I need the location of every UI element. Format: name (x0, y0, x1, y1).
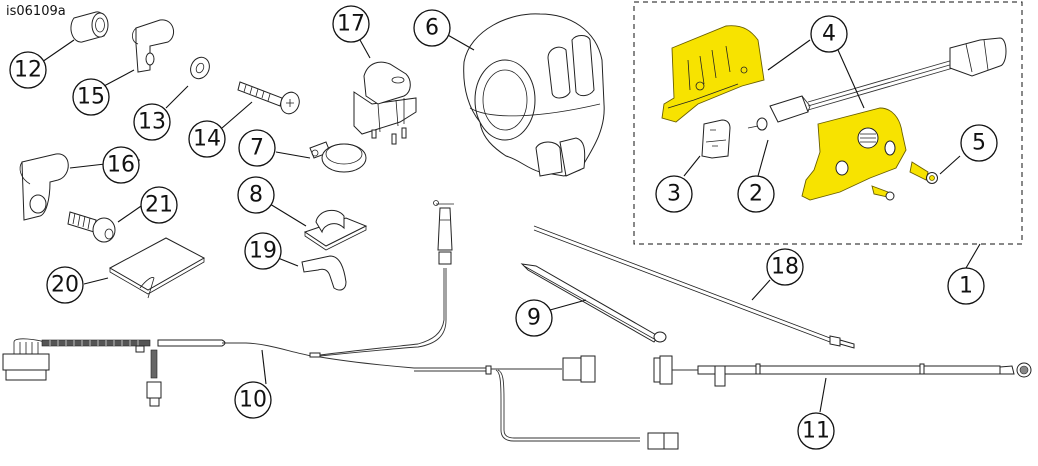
callout-11: 11 (797, 412, 835, 450)
callout-number: 13 (138, 110, 166, 135)
callout-number: 21 (145, 193, 173, 218)
callout-number: 15 (77, 85, 105, 110)
callout-1: 1 (947, 267, 985, 305)
adhesive-pad-part (108, 237, 206, 299)
p-clamp-part (132, 19, 175, 73)
callout-9: 9 (515, 299, 553, 337)
washer-part (190, 56, 210, 80)
switch-housing-upper-part (661, 25, 765, 123)
housing-screw-part (909, 161, 938, 184)
jumper-wire-part (533, 225, 855, 349)
callout-number: 10 (239, 388, 267, 413)
callout-8: 8 (237, 176, 275, 214)
callout-12: 12 (9, 51, 47, 89)
extension-harness-part (653, 355, 1032, 387)
figure-id: is06109a (6, 4, 66, 19)
toggle-switch-part (353, 61, 417, 145)
callout-16: 16 (102, 146, 140, 184)
callout-10: 10 (234, 381, 272, 419)
kit-boundary-box (633, 1, 1023, 245)
callout-number: 20 (51, 273, 79, 298)
callout-20: 20 (46, 266, 84, 304)
callout-15: 15 (72, 78, 110, 116)
main-wiring-harness-part (2, 200, 679, 450)
callout-number: 2 (749, 182, 763, 207)
spacer-part (70, 11, 109, 43)
callout-7: 7 (238, 129, 276, 167)
callout-number: 6 (425, 16, 439, 41)
callout-number: 17 (337, 12, 365, 37)
large-p-clamp-part (19, 153, 69, 221)
callout-number: 18 (771, 255, 799, 280)
screw-part (237, 81, 300, 115)
callout-13: 13 (133, 103, 171, 141)
button-head-screw-part (67, 211, 116, 243)
callout-number: 16 (107, 153, 135, 178)
callout-number: 7 (250, 136, 264, 161)
callout-number: 9 (527, 306, 541, 331)
callout-19: 19 (244, 232, 282, 270)
cable-tie-part (520, 263, 667, 343)
callout-21: 21 (140, 186, 178, 224)
retaining-clip-part (301, 255, 347, 291)
callout-number: 4 (822, 22, 836, 47)
callout-3: 3 (655, 175, 693, 213)
socket-cap-part (309, 141, 367, 173)
handlebar-switch-housing-part (463, 13, 605, 177)
rocker-switch-part (747, 37, 1007, 131)
callout-number: 5 (972, 131, 986, 156)
callout-6: 6 (413, 9, 451, 47)
callout-2: 2 (737, 175, 775, 213)
callout-number: 11 (802, 419, 830, 444)
callout-number: 19 (249, 239, 277, 264)
callout-number: 12 (14, 58, 42, 83)
callout-14: 14 (188, 120, 226, 158)
callout-5: 5 (960, 124, 998, 162)
callout-number: 3 (667, 182, 681, 207)
cable-clip-part (303, 209, 368, 251)
leader-lines (41, 33, 981, 413)
callout-18: 18 (766, 248, 804, 286)
callout-number: 8 (249, 183, 263, 208)
callout-17: 17 (332, 5, 370, 43)
switch-housing-lower-part (801, 107, 907, 201)
callout-4: 4 (810, 15, 848, 53)
callout-number: 14 (193, 127, 221, 152)
switch-label-part (701, 119, 731, 159)
callout-number: 1 (959, 274, 973, 299)
